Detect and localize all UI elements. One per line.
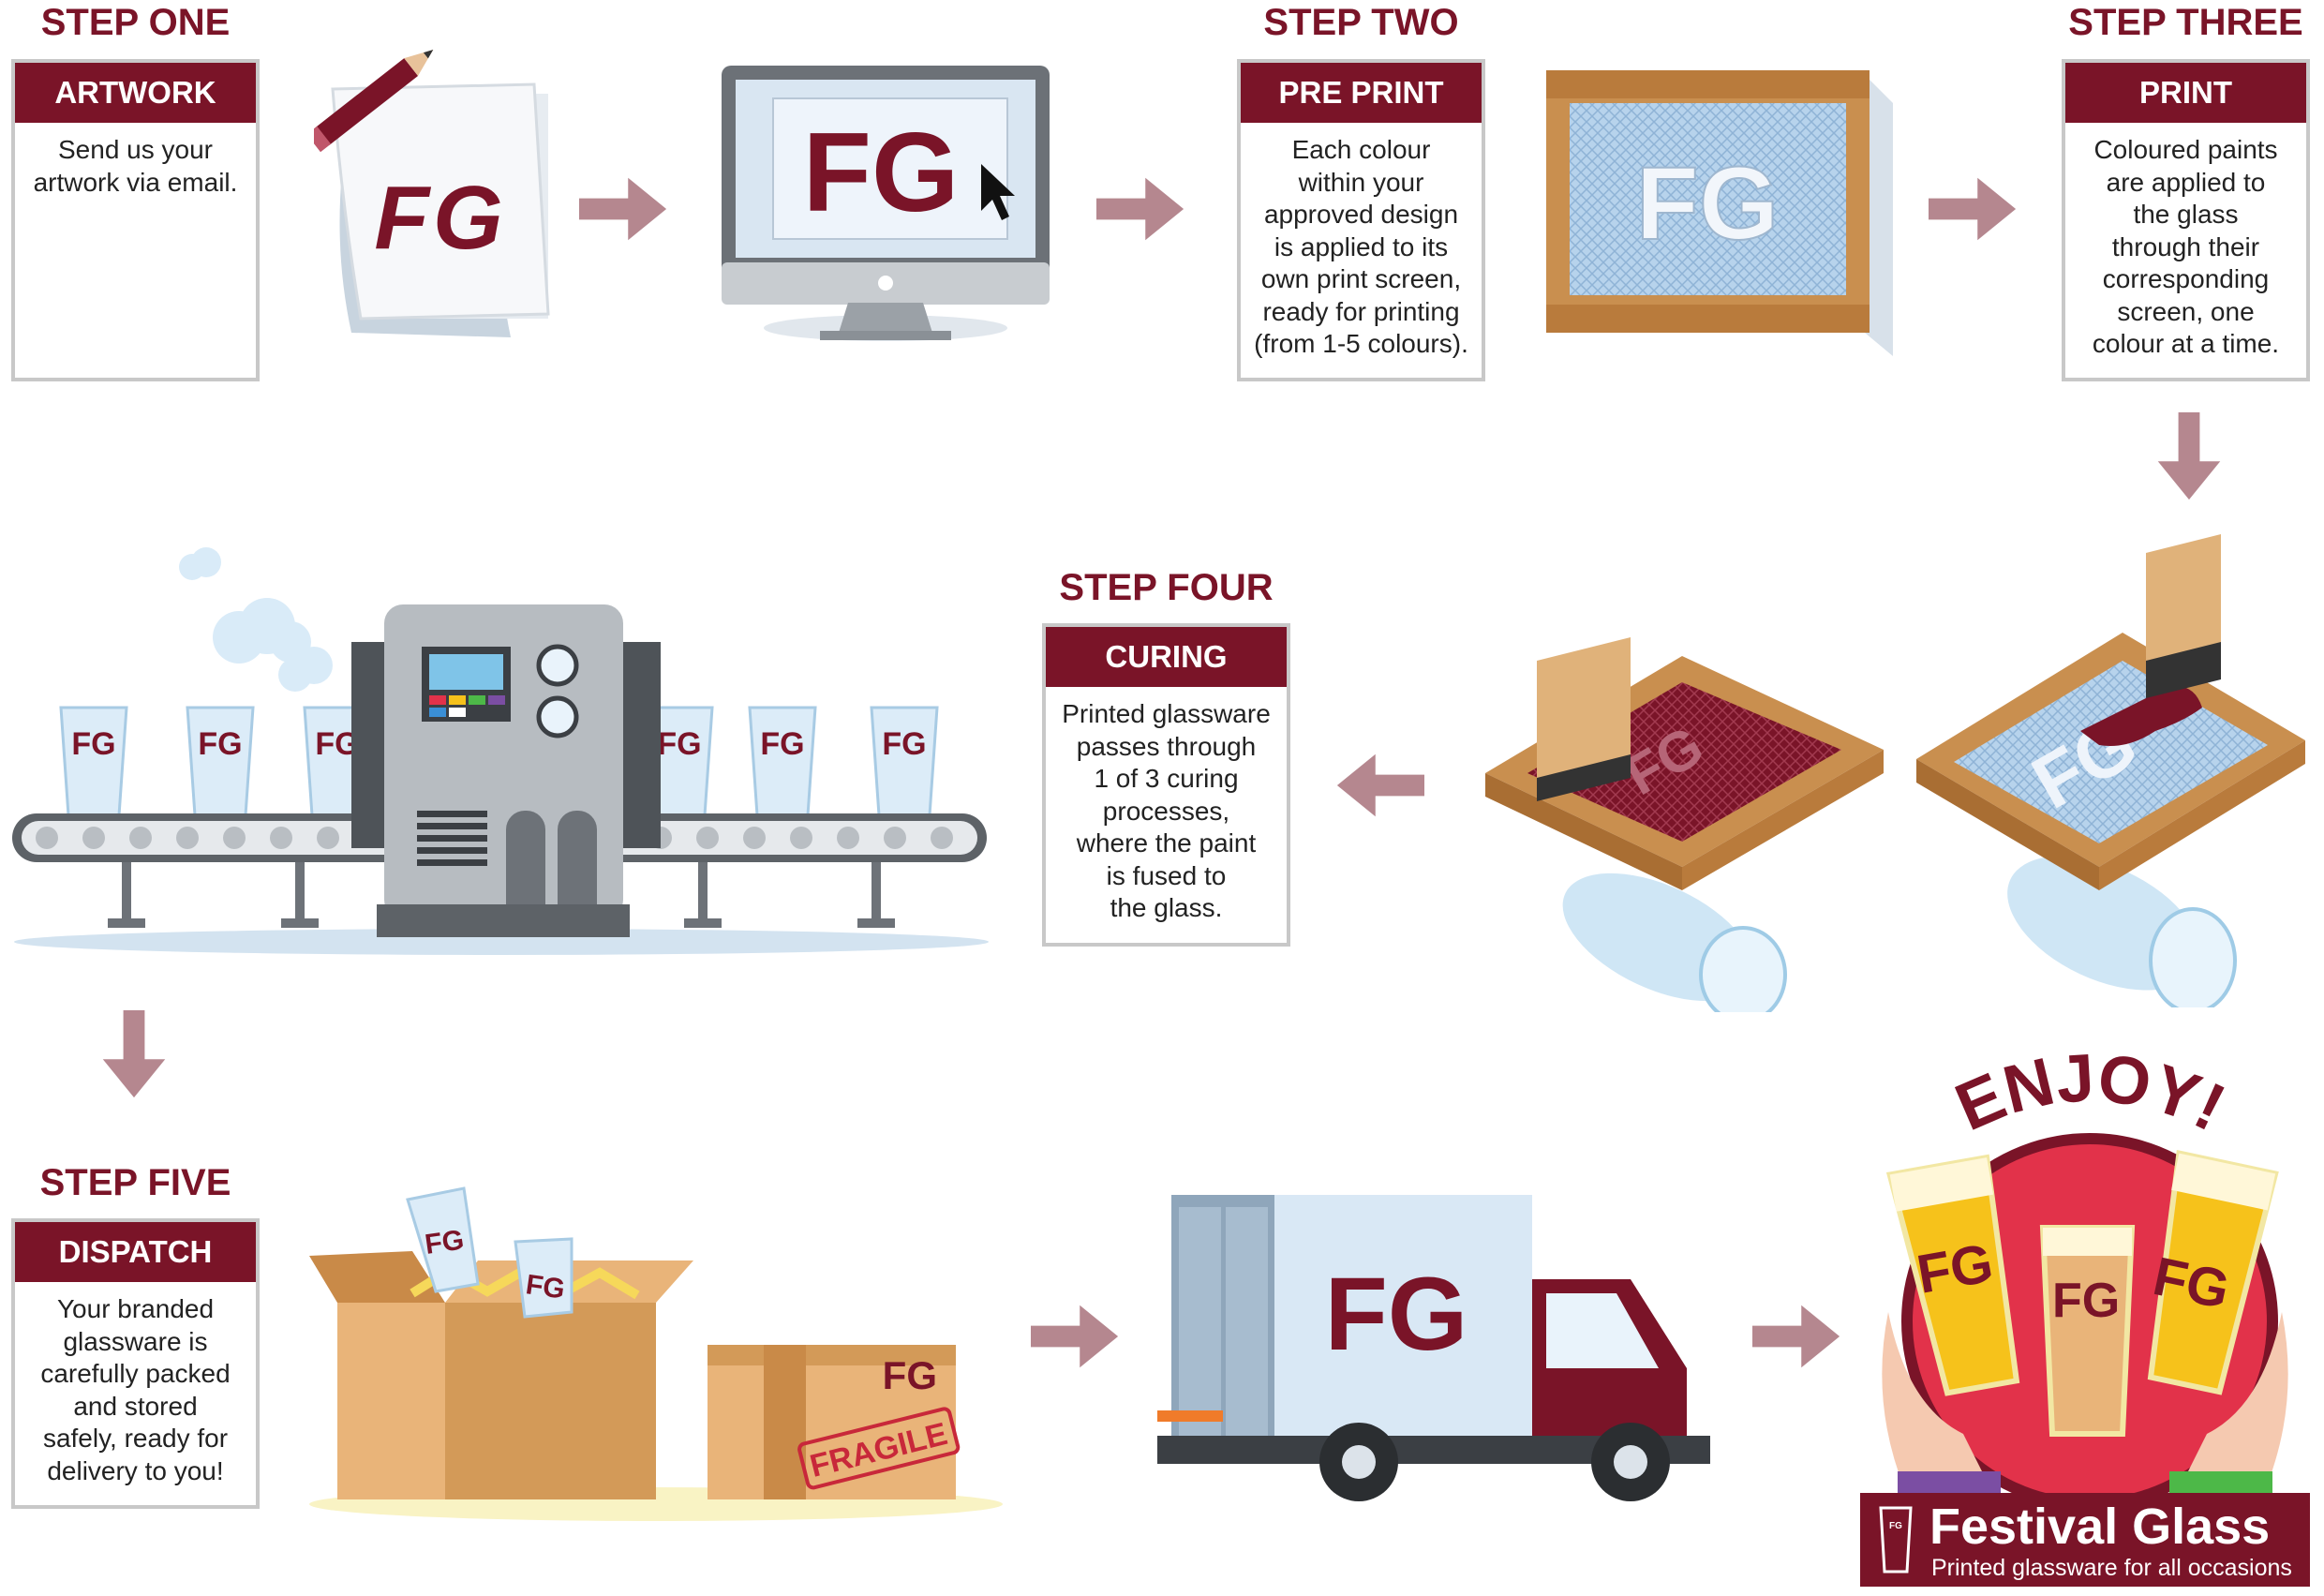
arrow-2 [1096, 173, 1185, 245]
screen-logo-text: FG [1636, 146, 1780, 261]
arrow-left-1 [1335, 750, 1424, 821]
step-one-body: Send us your artwork via email. [33, 135, 238, 197]
step-three-title: STEP THREE [2068, 2, 2303, 43]
step-five-body: Your branded glassware is carefully pack… [40, 1294, 231, 1485]
glass-logo-4: FG [657, 726, 701, 762]
curing-machine-icon: FG FG FG FG FG FG [12, 547, 989, 955]
step-five-title: STEP FIVE [39, 1162, 231, 1203]
brand-glass-icon: FG [1879, 1506, 1913, 1574]
arrow-4 [1031, 1301, 1120, 1372]
printing-press-icon: FG [1916, 534, 2305, 1007]
step-three-body: Coloured paints are applied to the glass… [2092, 135, 2280, 358]
step-five-header: DISPATCH [15, 1222, 256, 1282]
step-five-card: DISPATCH Your branded glassware is caref… [11, 1218, 260, 1509]
arrow-3b [1929, 173, 2018, 245]
squeegee-screen-icon: FG [1485, 637, 1884, 1012]
arrow-1 [579, 173, 668, 245]
step-two-body: Each colour within your approved design … [1254, 135, 1468, 358]
step-four-card: CURING Printed glassware passes through … [1042, 623, 1290, 947]
truck-icon: FG [1157, 1195, 1710, 1501]
arrow-down-2 [98, 1010, 170, 1099]
step-two-card: PRE PRINT Each colour within your approv… [1237, 59, 1485, 381]
step-one-card: ARTWORK Send us your artwork via email. [11, 59, 260, 381]
box-fg-text: FG [883, 1353, 937, 1397]
step-three-card: PRINT Coloured paints are applied to the… [2062, 59, 2310, 381]
enjoy-text: ENJOY! [1945, 1040, 2236, 1145]
artwork-logo-text: FG [374, 168, 506, 268]
glass-logo-6: FG [882, 726, 926, 762]
brand-name: Festival Glass [1929, 1499, 2271, 1555]
enjoy-badge-icon: ENJOY! FG FG FG [1882, 1040, 2288, 1499]
artwork-paper-icon: FG [314, 50, 550, 337]
step-four-body: Printed glassware passes through 1 of 3 … [1062, 699, 1271, 922]
print-screen-icon: FG [1546, 70, 1893, 356]
step-one-title: STEP ONE [40, 2, 231, 43]
badge-glass-logo-3: FG [2052, 1274, 2120, 1328]
boxes-icon: FG FG FG FRAGILE [309, 1186, 1003, 1521]
glass-logo-5: FG [760, 726, 804, 762]
step-three-header: PRINT [2065, 63, 2306, 123]
step-four-header: CURING [1046, 627, 1287, 687]
brand-tagline: Printed glassware for all occasions [1931, 1555, 2292, 1581]
brand-mark: FG [1889, 1521, 1902, 1531]
step-one-header: ARTWORK [15, 63, 256, 123]
box-glass-logo-1: FG [423, 1224, 466, 1260]
arrow-5 [1752, 1301, 1841, 1372]
arrow-down-1 [2153, 412, 2225, 501]
step-two-header: PRE PRINT [1241, 63, 1482, 123]
monitor-logo-text: FG [803, 110, 960, 235]
arrow-3 [1223, 173, 1224, 174]
step-two-title: STEP TWO [1263, 2, 1459, 43]
glasses-row [59, 706, 939, 817]
truck-logo-text: FG [1325, 1257, 1468, 1372]
step-four-title: STEP FOUR [1059, 567, 1274, 608]
glass-logo-2: FG [198, 726, 242, 762]
glass-logo-1: FG [71, 726, 115, 762]
brand-footer: FG Festival Glass Printed glassware for … [1860, 1493, 2310, 1587]
box-glass-logo-2: FG [524, 1269, 567, 1305]
monitor-icon: FG [722, 66, 1050, 341]
badge-glass-logo-1: FG [1913, 1232, 1998, 1305]
